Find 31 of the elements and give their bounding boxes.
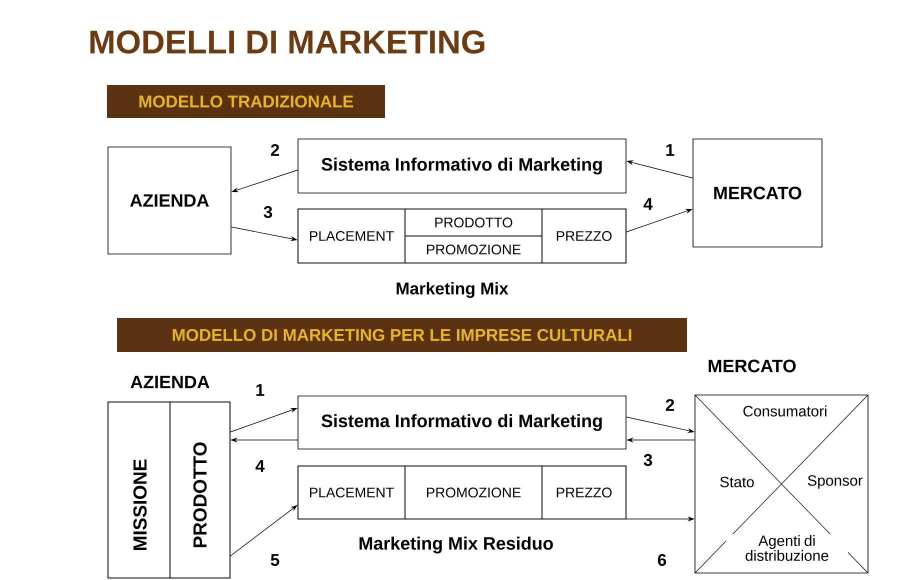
edge-label: 5 [269,553,281,567]
market-box: MERCATO Consumatori Stato Sponsor Agenti di distribuzione [694,360,868,574]
mix-cell: PREZZO [542,208,626,264]
mix-cell: PLACEMENT [298,466,406,520]
edge-label: 1 [254,383,266,397]
edge-label: 4 [254,459,266,473]
mix-cell: PRODOTTO [404,208,542,236]
node-label: Marketing Mix Residuo [360,536,553,554]
edge-label: 4 [642,197,654,211]
node-label: AZIENDA [130,376,210,388]
node-label: MERCATO [708,360,796,372]
mix-cell: PROMOZIONE [404,236,542,264]
market-box: MERCATO [692,138,822,248]
edge-label: 2 [664,398,676,412]
title: MODELLI DI MARKETING [90,30,484,54]
edge-label: 1 [664,143,676,157]
edge-label: 2 [269,143,281,157]
edge-label: 3 [642,453,654,467]
edge-label: 6 [656,553,668,567]
mix-cell: PLACEMENT [298,208,406,264]
section-band: MODELLO TRADIZIONALE [107,85,385,118]
column-cell: PRODOTTO [170,402,230,578]
mix-cell: PROMOZIONE [404,466,542,520]
info-system-box: Sistema Informativo di Marketing [298,138,626,194]
node-label: Marketing Mix [396,282,508,298]
edge-label: 3 [262,205,274,219]
info-system-box: Sistema Informativo di Marketing [298,396,626,450]
mix-cell: PREZZO [542,466,626,520]
column-cell: MISSIONE [108,402,170,578]
company-box: AZIENDA [108,146,232,254]
section-band: MODELLO DI MARKETING PER LE IMPRESE CULTURALI [117,318,687,352]
